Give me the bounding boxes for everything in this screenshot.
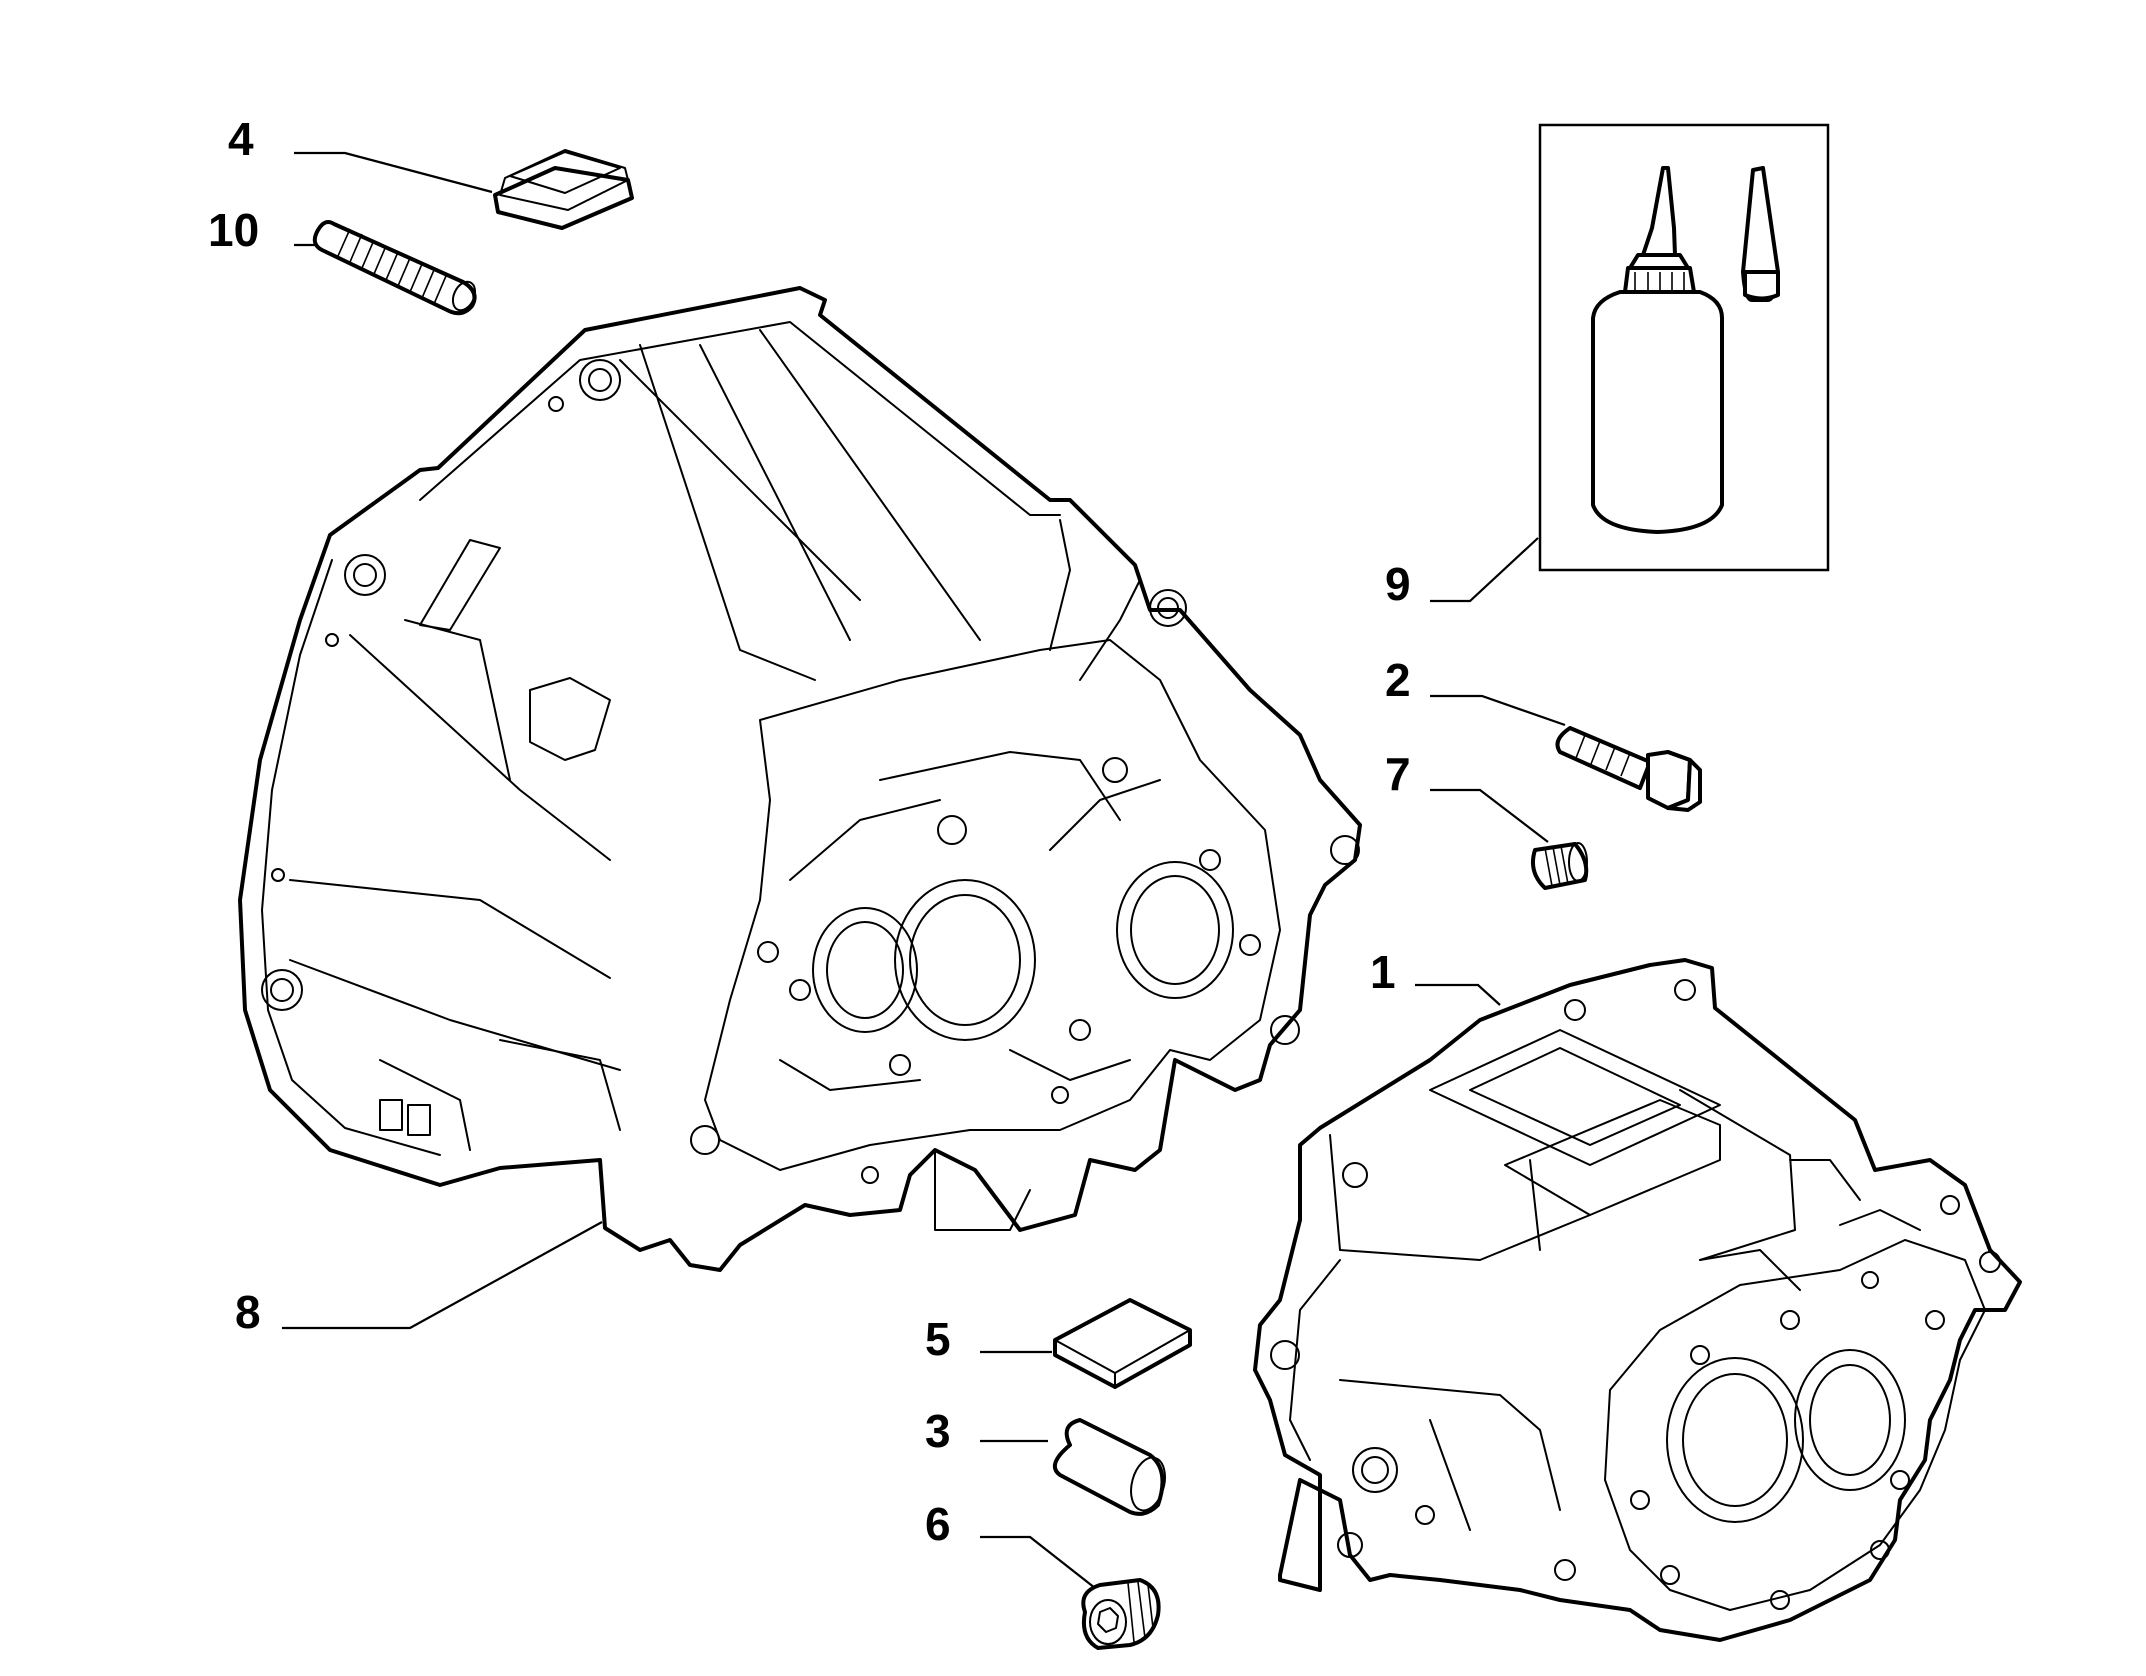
callout-6: 6 <box>925 1498 951 1550</box>
callout-7: 7 <box>1385 748 1411 800</box>
part-9-frame <box>1538 123 1830 572</box>
part-10-stud <box>312 220 477 316</box>
leader-8 <box>282 1221 603 1330</box>
leader-4 <box>294 151 493 194</box>
part-4-pad <box>493 149 634 230</box>
callout-4: 4 <box>228 113 254 165</box>
part-2-bolt <box>1555 726 1702 812</box>
callout-1: 1 <box>1370 946 1396 998</box>
leader-1 <box>1415 983 1501 1006</box>
callout-2: 2 <box>1385 654 1411 706</box>
leader-9 <box>1430 537 1539 603</box>
callout-5: 5 <box>925 1313 951 1365</box>
leader-2 <box>1430 694 1566 727</box>
part-3-dowel <box>1052 1418 1166 1516</box>
callout-3: 3 <box>925 1405 951 1457</box>
part-1-gearbox-housing <box>1253 958 2022 1642</box>
callout-8: 8 <box>235 1286 261 1338</box>
callout-9: 9 <box>1385 558 1411 610</box>
leader-6 <box>980 1535 1096 1589</box>
part-8-bell-housing <box>238 286 1362 1272</box>
part-6-plug <box>1081 1578 1161 1650</box>
part-7-plug <box>1531 842 1589 890</box>
part-9-sealant-kit <box>1538 123 1830 572</box>
callout-10: 10 <box>208 204 259 256</box>
part-5-gasket <box>1053 1298 1192 1389</box>
leader-7 <box>1430 788 1549 843</box>
